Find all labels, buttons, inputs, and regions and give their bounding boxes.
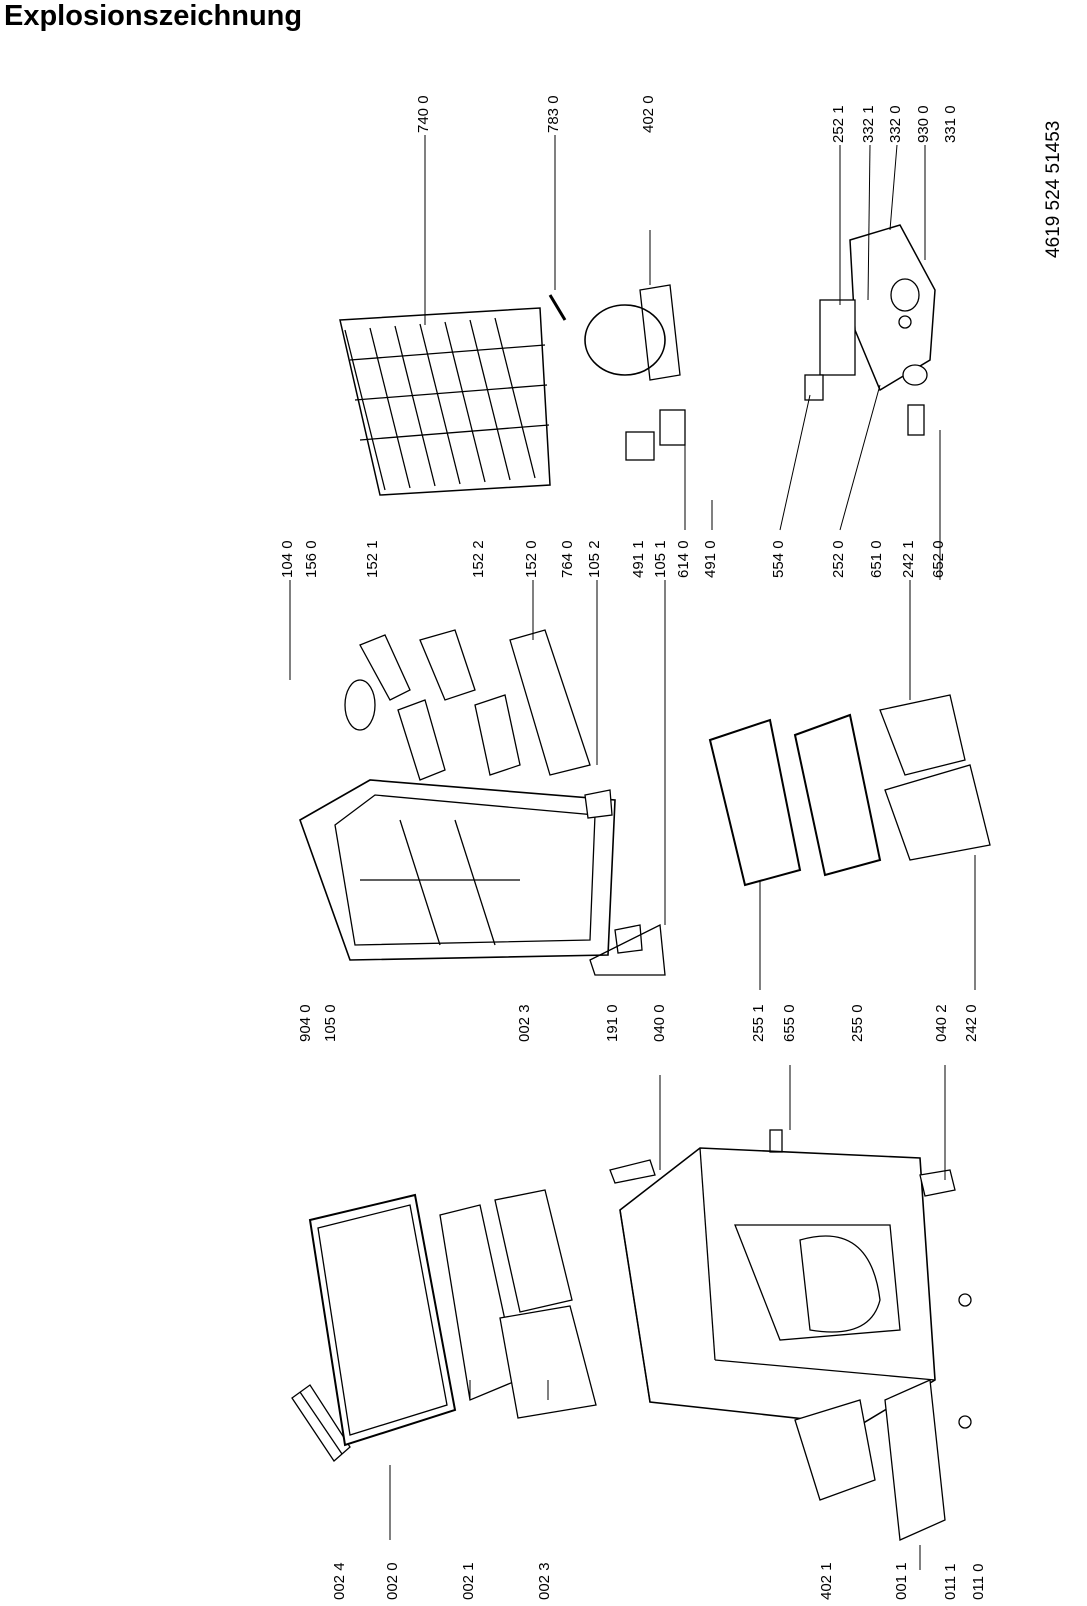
part-label: 255 1 [750, 1004, 767, 1042]
part-label: 491 1 [630, 540, 647, 578]
part-label: 105 2 [586, 540, 603, 578]
part-label: 011 1 [942, 1563, 959, 1600]
part-label: 652 0 [930, 540, 947, 578]
part-label: 191 0 [604, 1004, 621, 1042]
foot-screw-icon [958, 1293, 972, 1307]
part-label: 002 0 [384, 1562, 401, 1600]
part-label: 104 0 [279, 540, 296, 578]
part-402-1-icon [794, 1399, 876, 1501]
compressor [548, 284, 686, 461]
part-label: 040 2 [933, 1004, 950, 1042]
door-assembly [291, 1189, 597, 1462]
part-label: 331 0 [942, 105, 959, 143]
part-label: 651 0 [868, 540, 885, 578]
part-label: 255 0 [849, 1004, 866, 1042]
part-label: 242 1 [900, 540, 917, 578]
part-label: 001 1 [893, 1562, 910, 1600]
part-label: 332 1 [860, 105, 877, 143]
part-label: 152 0 [523, 540, 540, 578]
part-label: 783 0 [545, 95, 562, 133]
part-label: 242 0 [963, 1004, 980, 1042]
part-label: 554 0 [770, 540, 787, 578]
part-label: 105 0 [322, 1004, 339, 1042]
inner-door-liner [299, 779, 666, 976]
part-label: 002 3 [536, 1562, 553, 1600]
part-label: 764 0 [559, 540, 576, 578]
part-label: 491 0 [702, 540, 719, 578]
cabinet-body [609, 1147, 956, 1426]
part-655-0-icon [769, 1129, 783, 1153]
condenser-coil [339, 307, 551, 496]
part-label: 904 0 [297, 1004, 314, 1042]
door-shelves [344, 629, 591, 781]
part-label: 402 0 [640, 95, 657, 133]
thermostat-housing [804, 224, 936, 436]
leader-lines [289, 135, 976, 1570]
part-label: 655 0 [781, 1004, 798, 1042]
part-label: 152 1 [364, 540, 381, 578]
part-label: 105 1 [652, 540, 669, 578]
part-label: 332 0 [887, 105, 904, 143]
part-label: 930 0 [915, 105, 932, 143]
part-label: 402 1 [818, 1562, 835, 1600]
part-label: 040 0 [651, 1004, 668, 1042]
part-001-1-icon [884, 1379, 946, 1541]
page-title: Explosionszeichnung [4, 0, 303, 32]
shelves-and-drawers [708, 694, 991, 887]
part-label: 740 0 [415, 95, 432, 133]
part-label: 002 1 [460, 1562, 477, 1600]
part-label: 614 0 [675, 540, 692, 578]
document-number: 4619 524 51453 [1043, 120, 1064, 258]
part-label: 252 0 [830, 540, 847, 578]
part-label: 002 4 [331, 1562, 348, 1600]
part-label: 011 0 [970, 1563, 987, 1600]
part-label: 152 2 [470, 540, 487, 578]
part-label: 156 0 [303, 540, 320, 578]
part-label: 252 1 [830, 105, 847, 143]
part-label: 002 3 [516, 1004, 533, 1042]
